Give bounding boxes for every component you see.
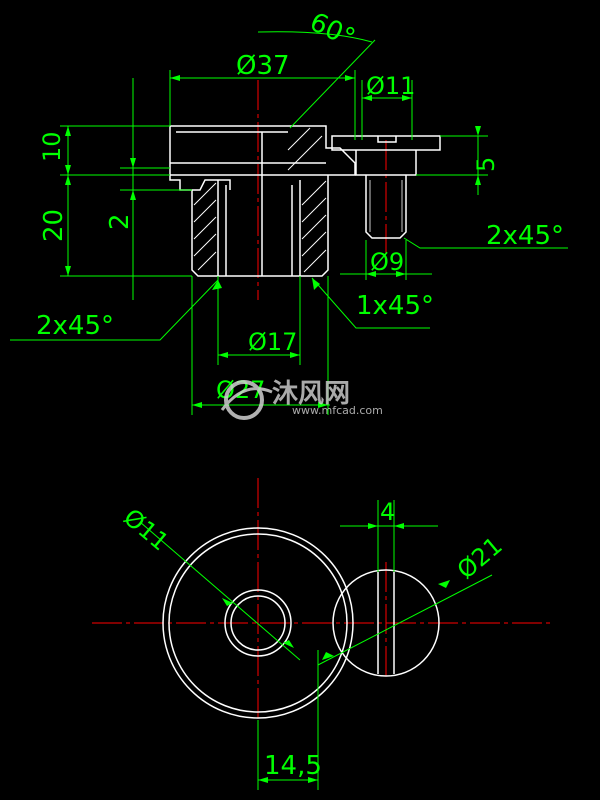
watermark-logo-swoosh (220, 387, 273, 411)
len-10-label: 10 (38, 131, 66, 162)
angle-label: 60° (305, 7, 359, 54)
len-2-label: 2 (105, 213, 135, 230)
undercut-groove (169, 175, 231, 191)
chamfer-right-label: 2x45° (486, 221, 564, 251)
screw-head-circle (332, 569, 440, 677)
dia-11-bottom-label: Ø11 (118, 503, 174, 556)
chamfer-left-label: 2x45° (36, 311, 114, 341)
screw-thread (369, 180, 403, 232)
dia-37-label: Ø37 (236, 51, 290, 81)
screw-shank (365, 175, 407, 239)
chamfer-1-label: 1x45° (356, 291, 434, 321)
dimension-labels: 60° Ø37 Ø11 10 20 2 5 2x45° Ø9 2x45° 1x4… (36, 7, 564, 781)
angle-arc (257, 31, 373, 43)
plan-view (162, 527, 440, 719)
dia-11-top-label: Ø11 (366, 72, 415, 100)
watermark: 沐风网 www.mfcad.com (220, 379, 383, 420)
len-5-label: 5 (472, 157, 500, 172)
head-outline (169, 125, 356, 176)
watermark-logo-icon (224, 380, 264, 420)
dia-9-label: Ø9 (370, 248, 404, 276)
dia-17-label: Ø17 (248, 328, 297, 356)
bore-outer-circle (224, 589, 292, 657)
len-4-label: 4 (380, 498, 395, 526)
bore-inner-circle (230, 595, 286, 651)
arrowheads (65, 75, 481, 783)
watermark-url: www.mfcad.com (292, 404, 383, 417)
len-20-label: 20 (39, 209, 69, 242)
screw-head (331, 135, 441, 151)
dimension-lines (10, 31, 568, 790)
watermark-text-cn: 沐风网 (272, 379, 350, 409)
flange-inner-circle (168, 533, 348, 713)
screw-neck (355, 150, 417, 176)
dia-21-label: Ø21 (452, 531, 508, 584)
len-14-5-label: 14,5 (264, 751, 322, 781)
angle-leader (289, 39, 376, 129)
section-view-screw (331, 135, 441, 239)
section-view-main-part (169, 125, 356, 277)
flange-outer-circle (162, 527, 354, 719)
section-hatching (193, 127, 327, 273)
screw-slot (377, 136, 397, 143)
body-outline (191, 175, 329, 277)
